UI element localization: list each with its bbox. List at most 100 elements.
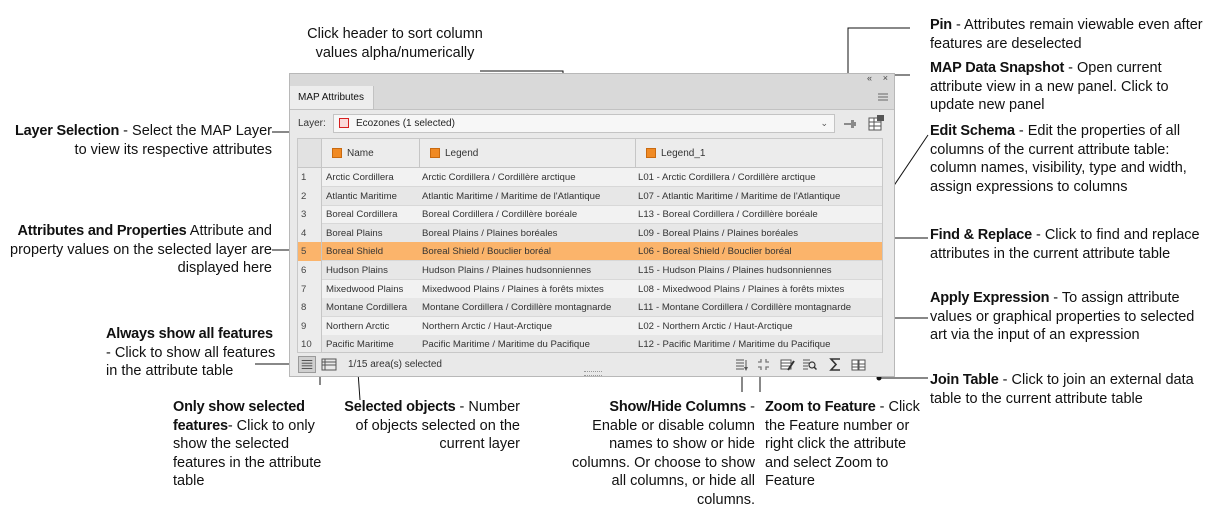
cell-legend: Boreal Plains / Plaines boréales <box>422 224 557 243</box>
row-number[interactable]: 2 <box>298 187 322 206</box>
show-hide-columns-icon[interactable] <box>735 357 750 372</box>
selection-count: 1/15 area(s) selected <box>348 359 442 370</box>
cell-legend-1: L08 - Mixedwood Plains / Plaines à forêt… <box>638 280 844 299</box>
cell-legend: Pacific Maritime / Maritime du Pacifique <box>422 335 590 353</box>
attribute-table: Name Legend Legend_1 1Arctic CordilleraA… <box>297 138 883 353</box>
cell-legend: Northern Arctic / Haut-Arctique <box>422 317 552 336</box>
table-row[interactable]: 9Northern ArcticNorthern Arctic / Haut-A… <box>298 317 883 336</box>
cell-legend: Boreal Cordillera / Cordillère boréale <box>422 205 577 224</box>
annotation-snapshot-title: MAP Data Snapshot <box>930 60 1064 76</box>
annotation-always-body: - Click to show all features in the attr… <box>106 345 275 380</box>
row-number[interactable]: 6 <box>298 261 322 280</box>
join-table-icon[interactable] <box>851 357 866 372</box>
cell-legend-1: L01 - Arctic Cordillera / Cordillère arc… <box>638 168 816 187</box>
show-selected-features-icon[interactable] <box>320 356 338 373</box>
table-row[interactable]: 10Pacific Maritime Pacific Maritime / Mar… <box>298 335 883 353</box>
cell-legend-1: L06 - Boreal Shield / Bouclier boréal <box>638 242 792 261</box>
cell-name: Boreal Shield <box>326 242 383 261</box>
collapse-icon[interactable]: « <box>867 73 872 83</box>
annotation-find-replace: Find & Replace - Click to find and repla… <box>930 226 1210 263</box>
cell-legend-1: L15 - Hudson Plains / Plaines hudsonnien… <box>638 261 832 280</box>
layer-row: Layer: Ecozones (1 selected) ⌄ <box>290 113 894 135</box>
row-number[interactable]: 4 <box>298 224 322 243</box>
annotation-always-title: Always show all features <box>106 326 273 342</box>
column-header-label: Legend <box>445 139 478 168</box>
annotation-layer-selection: Layer Selection - Select the MAP Layer t… <box>10 122 272 159</box>
annotation-only-selected: Only show selected features- Click to on… <box>173 398 343 491</box>
zoom-to-feature-icon[interactable] <box>756 357 771 372</box>
annotation-find-title: Find & Replace <box>930 227 1032 243</box>
annotation-selobj-title: Selected objects <box>344 399 455 415</box>
layer-label: Layer: <box>298 118 326 129</box>
cell-legend-1: L11 - Montane Cordillera / Cordillère mo… <box>638 298 851 317</box>
cell-legend-1: L12 - Pacific Maritime / Maritime du Pac… <box>638 335 830 353</box>
cell-name: Pacific Maritime <box>326 335 394 353</box>
table-row[interactable]: 1Arctic Cordillera Arctic Cordillera / Co… <box>298 168 883 187</box>
panel-menu-icon[interactable] <box>878 92 888 102</box>
annotation-showhide-body: - Enable or disable column names to show… <box>572 399 755 508</box>
row-number[interactable]: 8 <box>298 298 322 317</box>
cell-legend: Hudson Plains / Plaines hudsonniennes <box>422 261 591 280</box>
cell-legend: Arctic Cordillera / Cordillère arctique <box>422 168 576 187</box>
cell-name: Boreal Cordillera <box>326 205 397 224</box>
annotation-pin-body: - Attributes remain viewable even after … <box>930 17 1203 52</box>
text-field-icon <box>430 148 440 158</box>
column-header-name[interactable]: Name <box>322 139 420 168</box>
annotation-schema-title: Edit Schema <box>930 123 1015 139</box>
show-all-features-icon[interactable] <box>298 356 316 373</box>
row-number[interactable]: 9 <box>298 317 322 336</box>
cell-name: Atlantic Maritime <box>326 187 397 206</box>
resize-grip[interactable] <box>584 371 602 376</box>
row-number[interactable]: 7 <box>298 280 322 299</box>
column-header-label: Legend_1 <box>661 139 706 168</box>
table-row[interactable]: 8Montane Cordillera Montane Cordillera / … <box>298 298 883 317</box>
cell-name: Boreal Plains <box>326 224 383 243</box>
apply-expression-icon[interactable] <box>828 357 843 372</box>
cell-name: Hudson Plains <box>326 261 388 280</box>
table-row[interactable]: 4Boreal Plains Boreal Plains / Plaines bo… <box>298 224 883 243</box>
annotation-pin: Pin - Attributes remain viewable even af… <box>930 16 1210 53</box>
cell-name: Montane Cordillera <box>326 298 407 317</box>
column-header-legend-1[interactable]: Legend_1 <box>636 139 883 168</box>
annotation-zoom-title: Zoom to Feature <box>765 399 876 415</box>
edit-schema-icon[interactable] <box>780 357 795 372</box>
layer-select[interactable]: Ecozones (1 selected) ⌄ <box>333 114 835 133</box>
layer-select-value: Ecozones (1 selected) <box>356 118 455 129</box>
row-number[interactable]: 10 <box>298 335 322 353</box>
header-corner <box>298 139 322 168</box>
annotation-snapshot: MAP Data Snapshot - Open current attribu… <box>930 59 1210 115</box>
tab-map-attributes[interactable]: MAP Attributes <box>290 86 374 109</box>
cell-legend-1: L02 - Northern Arctic / Haut-Arctique <box>638 317 793 336</box>
chevron-down-icon: ⌄ <box>820 115 828 132</box>
table-row[interactable]: 5Boreal Shield Boreal Shield / Bouclier b… <box>298 242 883 261</box>
row-number[interactable]: 5 <box>298 242 322 261</box>
table-row[interactable]: 2Atlantic MaritimeAtlantic Maritime / Ma… <box>298 187 883 206</box>
table-row[interactable]: 7Mixedwood PlainsMixedwood Plains / Plai… <box>298 280 883 299</box>
cell-legend: Mixedwood Plains / Plaines à forêts mixt… <box>422 280 604 299</box>
text-field-icon <box>332 148 342 158</box>
cell-legend-1: L07 - Atlantic Maritime / Maritime de l'… <box>638 187 840 206</box>
close-icon[interactable]: × <box>883 73 888 83</box>
pin-icon[interactable] <box>842 116 858 132</box>
annotation-layer-title: Layer Selection <box>15 123 119 139</box>
annotation-always-show: Always show all features - Click to show… <box>106 325 281 381</box>
tab-bar: MAP Attributes <box>290 86 894 110</box>
row-number[interactable]: 1 <box>298 168 322 187</box>
snapshot-icon[interactable] <box>868 115 884 131</box>
cell-legend: Boreal Shield / Bouclier boréal <box>422 242 551 261</box>
table-row[interactable]: 3Boreal Cordillera Boreal Cordillera / Co… <box>298 205 883 224</box>
table-row[interactable]: 6Hudson Plains Hudson Plains / Plaines hu… <box>298 261 883 280</box>
cell-name: Arctic Cordillera <box>326 168 394 187</box>
column-header-legend[interactable]: Legend <box>420 139 636 168</box>
find-replace-icon[interactable] <box>802 357 817 372</box>
annotation-sort: Click header to sort column values alpha… <box>290 25 500 62</box>
annotation-zoom-feature: Zoom to Feature - Click the Feature numb… <box>765 398 930 491</box>
annotation-expr-title: Apply Expression <box>930 290 1049 306</box>
panel-footer: 1/15 area(s) selected <box>290 354 894 376</box>
annotation-showhide-title: Show/Hide Columns <box>609 399 746 415</box>
annotation-join-title: Join Table <box>930 372 999 388</box>
cell-legend-1: L13 - Boreal Cordillera / Cordillère bor… <box>638 205 818 224</box>
row-number[interactable]: 3 <box>298 205 322 224</box>
cell-legend: Montane Cordillera / Cordillère montagna… <box>422 298 611 317</box>
annotation-apply-expression: Apply Expression - To assign attribute v… <box>930 289 1210 345</box>
